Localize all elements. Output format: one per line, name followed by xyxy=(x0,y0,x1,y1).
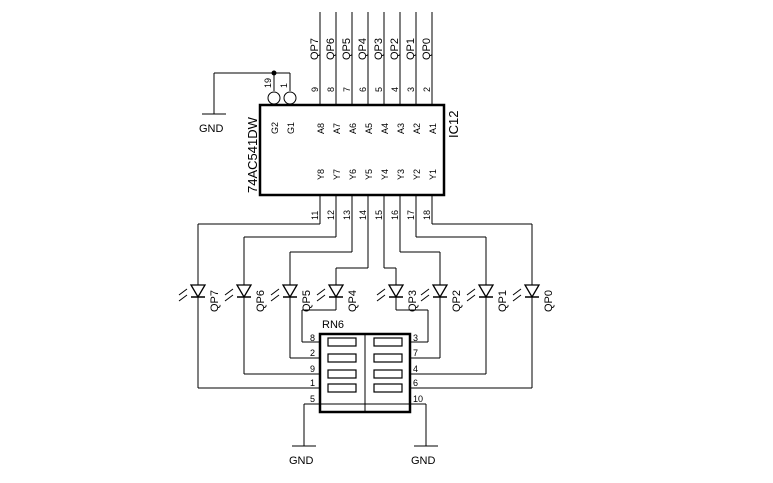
output-pin-number: 16 xyxy=(390,210,400,220)
chip-part-number: 74AC541DW xyxy=(245,116,260,193)
output-pin-number: 12 xyxy=(326,210,336,220)
output-pin-name: Y6 xyxy=(348,169,358,180)
output-pin-name: Y2 xyxy=(412,169,422,180)
output-pin-name: Y1 xyxy=(428,169,438,180)
led-label: QP6 xyxy=(255,290,267,312)
labels: QP7 QP6 QP5 QP4 QP3 QP2 QP1 QP0 9 8 7 6 … xyxy=(199,38,555,467)
input-pin-name: A5 xyxy=(364,123,374,134)
led-symbol xyxy=(420,284,449,302)
ground-label: GND xyxy=(411,455,436,467)
led-symbol xyxy=(270,284,299,302)
input-pin-number: 7 xyxy=(342,87,352,92)
input-pin-name: A1 xyxy=(428,123,438,134)
led-label: QP1 xyxy=(497,290,509,312)
rn-right-pin-number: 6 xyxy=(413,378,418,388)
output-pin-name: Y8 xyxy=(316,169,326,180)
input-pin-name: A4 xyxy=(380,123,390,134)
input-pin-number: 9 xyxy=(310,87,320,92)
input-pin-number: 2 xyxy=(422,87,432,92)
led-symbol xyxy=(316,284,345,302)
rn-right-pin-number: 10 xyxy=(413,394,423,404)
led-label: QP4 xyxy=(347,290,359,312)
led-label: QP7 xyxy=(209,290,221,312)
enable-pin-name: G2 xyxy=(270,122,280,134)
input-pin-number: 4 xyxy=(390,87,400,92)
led-label: QP5 xyxy=(301,290,313,312)
input-pin-name: A8 xyxy=(316,123,326,134)
input-pin-name: A3 xyxy=(396,123,406,134)
led-symbol xyxy=(178,284,207,302)
output-pin-number: 13 xyxy=(342,210,352,220)
led-label: QP3 xyxy=(407,290,419,312)
rn-right-pin-number: 4 xyxy=(413,364,418,374)
ground-label: GND xyxy=(289,455,314,467)
net-label: QP0 xyxy=(421,38,433,60)
rn-right-pin-number: 3 xyxy=(413,333,418,343)
led-symbol xyxy=(224,284,253,302)
input-pin-number: 6 xyxy=(358,87,368,92)
output-pin-number: 18 xyxy=(422,210,432,220)
ic12-chip xyxy=(258,70,446,197)
rn-right-pin-number: 7 xyxy=(413,348,418,358)
output-pin-number: 15 xyxy=(374,210,384,220)
input-pin-name: A7 xyxy=(332,123,342,134)
input-pin-number: 3 xyxy=(406,87,416,92)
led-symbol xyxy=(466,284,495,302)
net-label: QP5 xyxy=(341,38,353,60)
chip-reference: IC12 xyxy=(446,111,461,138)
enable-pin-number: 19 xyxy=(263,78,273,88)
rn-left-pin-number: 5 xyxy=(310,394,315,404)
rn-left-pin-number: 2 xyxy=(310,348,315,358)
input-pin-number: 5 xyxy=(374,87,384,92)
enable-pin-number: 1 xyxy=(279,83,289,88)
net-label: QP3 xyxy=(373,38,385,60)
net-label: QP1 xyxy=(405,38,417,60)
net-label: QP2 xyxy=(389,38,401,60)
led-label: QP0 xyxy=(543,290,555,312)
output-pin-number: 11 xyxy=(310,211,320,220)
wires xyxy=(197,12,533,447)
input-pin-name: A2 xyxy=(412,123,422,134)
resistor-network-reference: RN6 xyxy=(322,319,344,331)
enable-pin-name: G1 xyxy=(286,122,296,134)
net-label: QP4 xyxy=(357,38,369,60)
output-pin-number: 14 xyxy=(358,210,368,220)
net-label: QP7 xyxy=(309,38,321,60)
output-pin-name: Y5 xyxy=(364,169,374,180)
led-symbol xyxy=(512,284,541,302)
output-pin-name: Y7 xyxy=(332,169,342,180)
output-pin-name: Y3 xyxy=(396,169,406,180)
led-label: QP2 xyxy=(451,290,463,312)
resistor-network xyxy=(318,332,412,414)
input-pin-name: A6 xyxy=(348,123,358,134)
rn-left-pin-number: 1 xyxy=(310,378,315,388)
input-pin-number: 8 xyxy=(326,87,336,92)
rn-left-pin-number: 9 xyxy=(310,364,315,374)
output-pin-number: 17 xyxy=(406,210,416,220)
output-pin-name: Y4 xyxy=(380,169,390,180)
led-symbols xyxy=(178,284,541,302)
ground-label: GND xyxy=(199,123,224,135)
net-label: QP6 xyxy=(325,38,337,60)
rn-left-pin-number: 8 xyxy=(310,333,315,343)
led-symbol xyxy=(376,284,405,302)
